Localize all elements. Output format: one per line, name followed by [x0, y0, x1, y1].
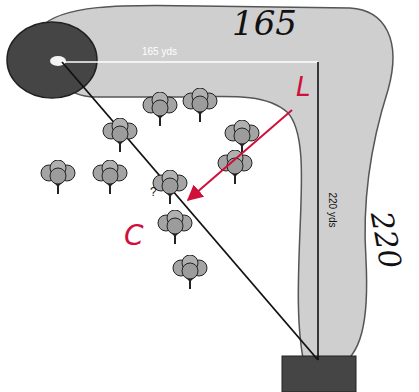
tee-box — [282, 356, 356, 392]
red-arrow — [188, 110, 292, 200]
hypotenuse-line — [62, 62, 318, 360]
distance-line-165 — [62, 61, 318, 63]
distance-label: 220 yds — [326, 190, 338, 229]
handwritten-distance: 220 — [366, 209, 405, 271]
handwritten-distance: 165 — [232, 6, 297, 40]
distance-line-220 — [317, 62, 319, 360]
trees — [41, 88, 259, 289]
distance-label: 165 yds — [140, 46, 179, 58]
question-mark: ? — [150, 186, 157, 198]
handwritten-letter: L — [296, 74, 311, 100]
handwritten-letter: C — [124, 222, 144, 250]
